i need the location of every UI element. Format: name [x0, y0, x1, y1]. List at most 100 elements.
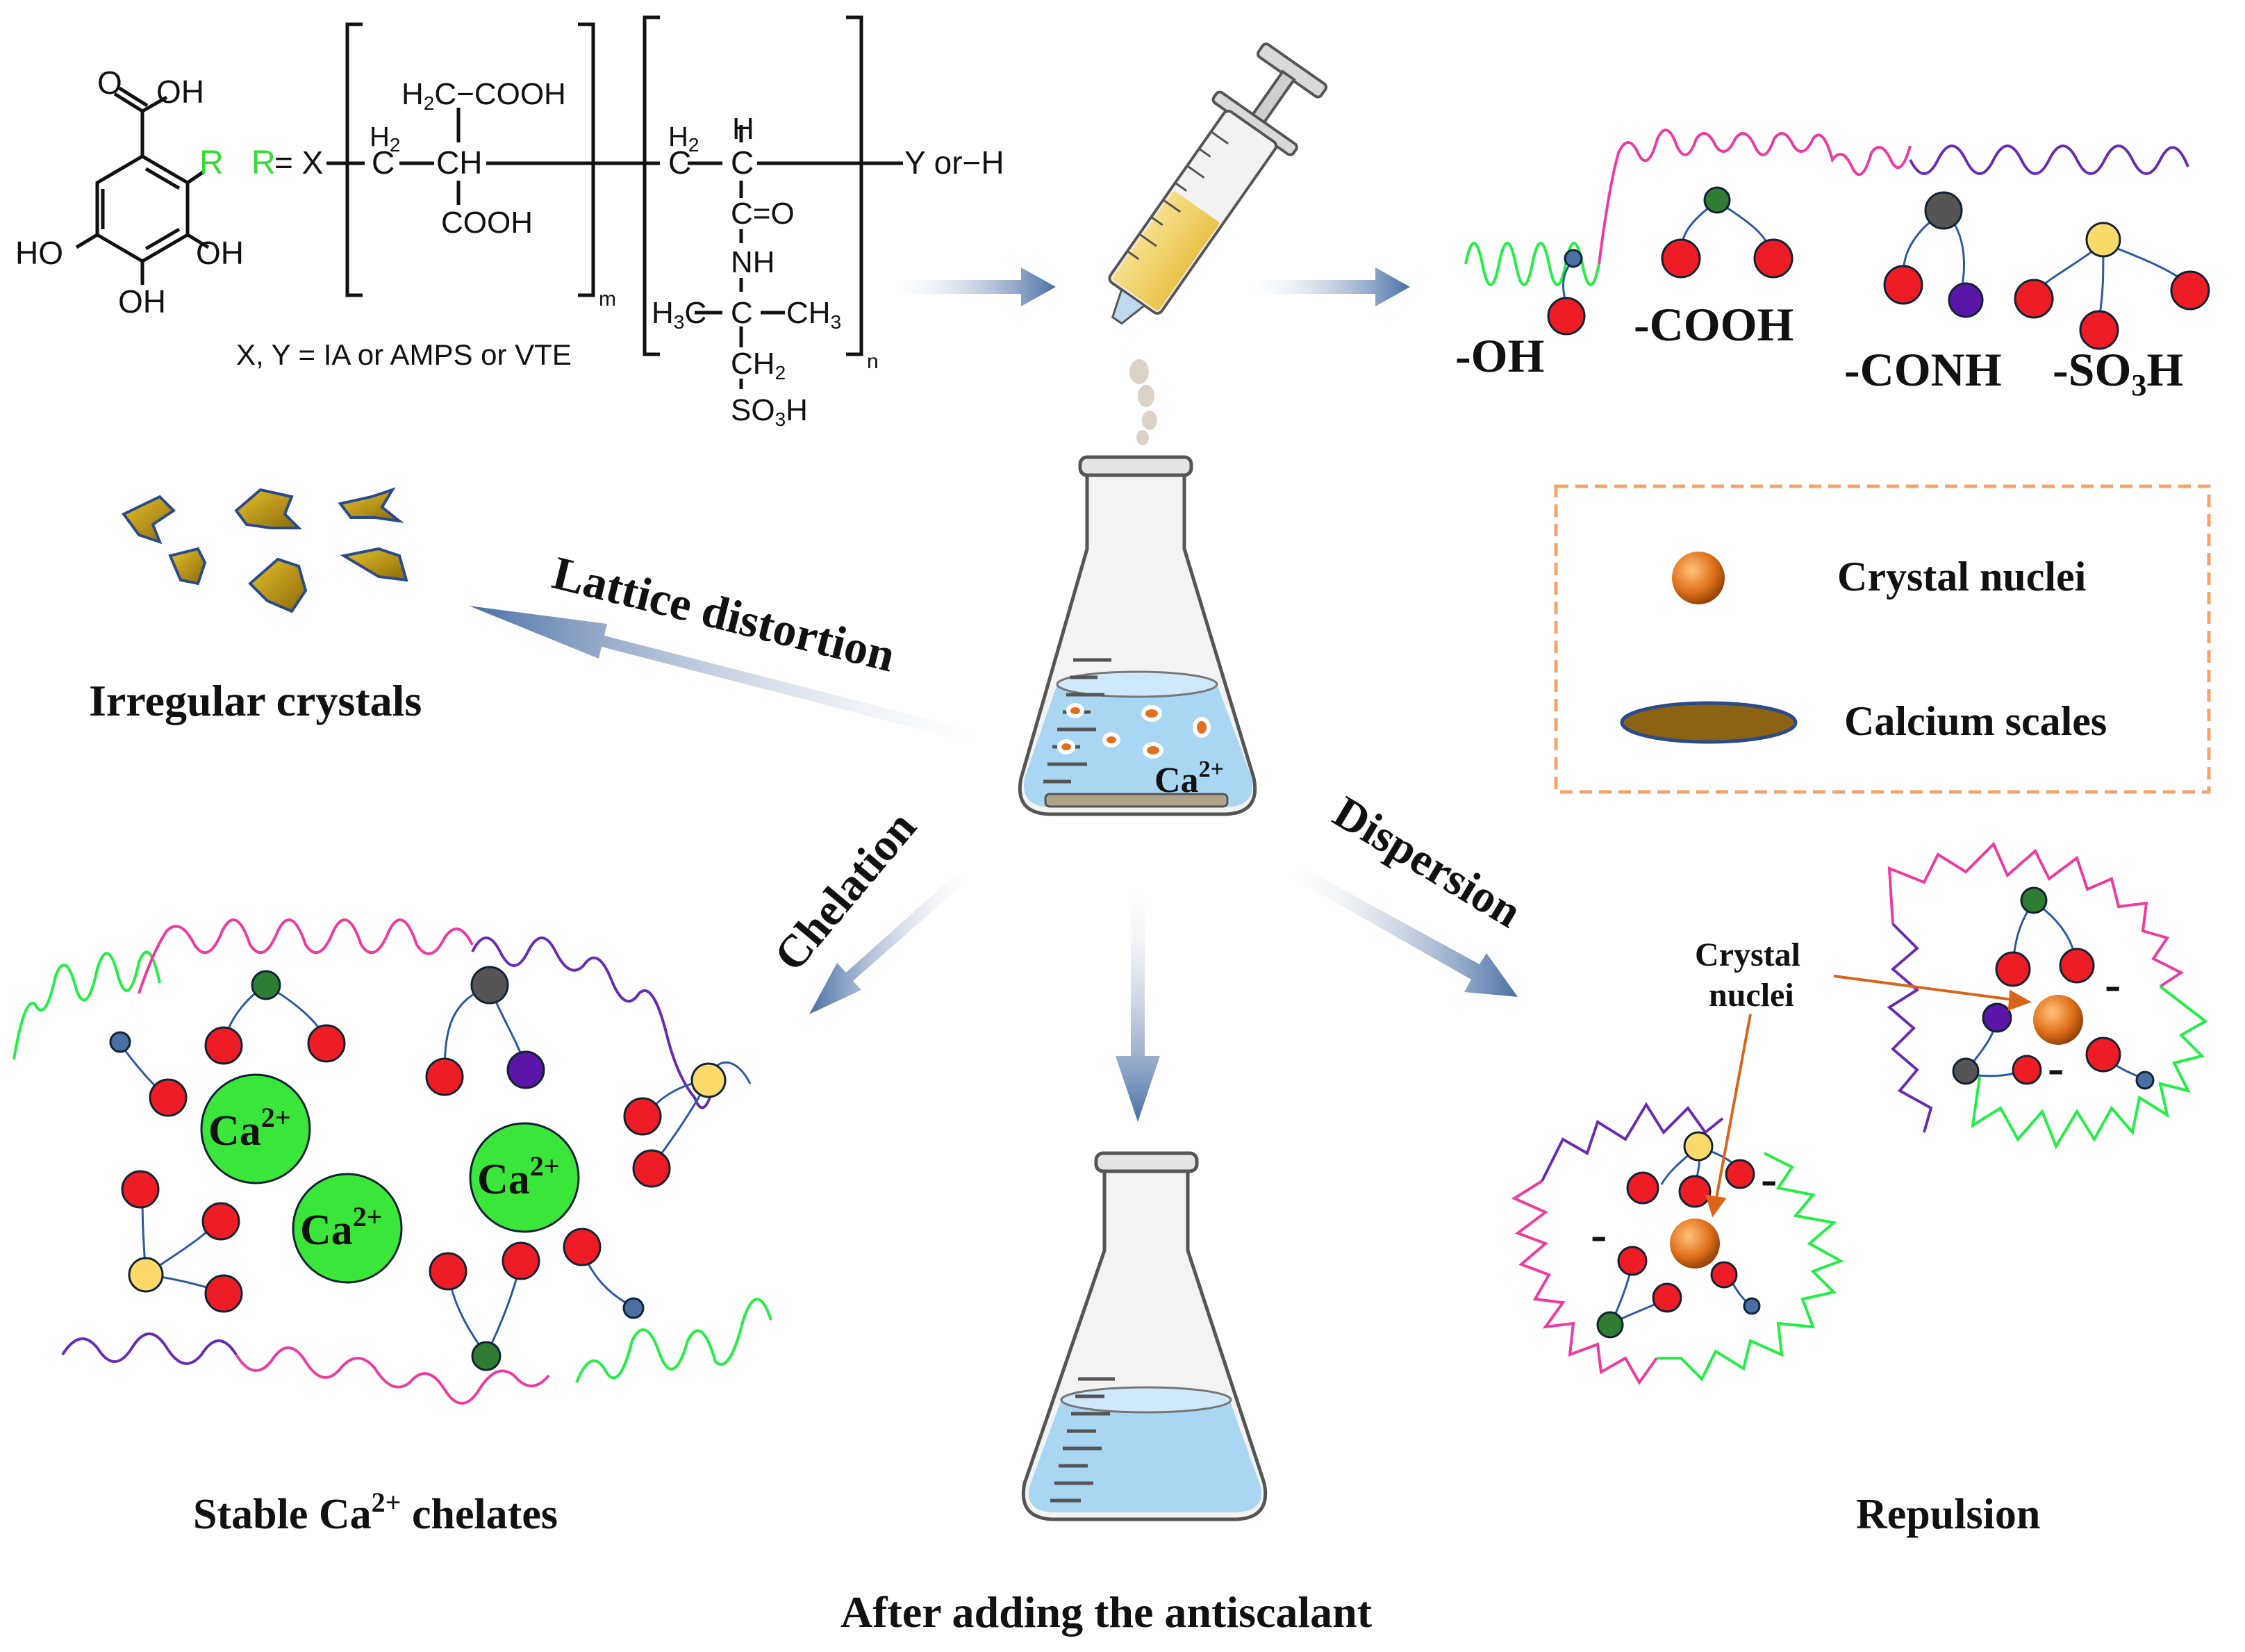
repulsion-chain-lower-pink [1511, 1180, 1658, 1385]
legend-box: Crystal nuclei Calcium scales [1554, 484, 2211, 794]
hydroxyl-node-group [1547, 249, 1586, 336]
repulsion-panel: - - - - Crystal nuclei [1511, 841, 2208, 1385]
hydroxyl-right-label: OH [196, 235, 244, 271]
chelate-ions: Ca2+ Ca2+ Ca2+ [200, 1073, 580, 1284]
chelation-label: Chelation [765, 802, 927, 981]
carboxyl-o-label: O [97, 65, 122, 101]
ch2-lower-label: CH2 [731, 347, 786, 383]
dispersion-label: Dispersion [1325, 786, 1530, 937]
syringe-icon [1108, 42, 1328, 325]
repulsion-label: Repulsion [1856, 1491, 2040, 1538]
carboxyl-oh-label: OH [156, 74, 204, 110]
ch2-c-label: C [372, 144, 395, 181]
end-group-label: Y or−H [904, 144, 1004, 181]
calcium-ion-1-label: Ca2+ [208, 1102, 291, 1155]
irregular-crystals-label: Irregular crystals [89, 676, 422, 725]
calcium-ion-1 [200, 1073, 311, 1184]
nh-label: NH [731, 245, 775, 279]
chelate-chain-bottom-pink [235, 1346, 550, 1405]
amide-node-group [1883, 191, 1984, 318]
lattice-distortion-label: Lattice distortion [547, 546, 900, 682]
crystal-nucleus-legend-icon [1672, 552, 1725, 604]
chelate-complex: Ca2+ Ca2+ Ca2+ [13, 918, 772, 1405]
calcium-scales-legend-label: Calcium scales [1844, 698, 2107, 744]
hydroxyl-bottom-label: OH [118, 283, 166, 320]
cooh-bottom-label: COOH [441, 206, 533, 240]
arrow-to-syringe [896, 267, 1056, 306]
calcium-ion-2-label: Ca2+ [300, 1201, 383, 1254]
hydroxyl-left-label: HO [15, 235, 63, 271]
bracket-m [326, 15, 903, 389]
arrow-lattice-distortion [469, 606, 983, 745]
chelate-chain-top [13, 950, 161, 1060]
repulsion-nucleus-upper [2033, 995, 2083, 1045]
chelate-nodes [109, 966, 727, 1371]
polymer-chain-top [1464, 242, 1600, 286]
repulsion-chain-lower-purple [1541, 1102, 1724, 1182]
carbonyl-label: C=O [731, 197, 795, 231]
repulsion-upper-nodes [1952, 886, 2155, 1090]
calcium-scale-legend-icon [1620, 701, 1798, 744]
chelate-chain-top-pink [138, 918, 474, 994]
polymer-chain-top-purple [1909, 144, 2189, 175]
so3h-label: SO3H [731, 393, 808, 430]
stable-chelates-label: Stable Ca2+ chelates [193, 1487, 558, 1538]
n-subscript: n [867, 350, 879, 373]
carboxyl-group-label: -COOH [1634, 298, 1793, 351]
arrow-to-functional-groups [1250, 267, 1410, 306]
carboxyl-node-group [1661, 186, 1793, 279]
flask-with-scale: Ca2+ [1018, 455, 1257, 816]
repulsion-lower-nodes [1596, 1131, 1761, 1339]
h3c-label: H3C [652, 296, 706, 333]
chemical-structure: O OH R HO OH OH R = X [15, 15, 1004, 430]
ch3-label: CH3 [786, 296, 841, 333]
xy-definition-label: X, Y = IA or AMPS or VTE [236, 338, 572, 371]
chelate-chain-top-purple [471, 936, 717, 1109]
calcium-ion-2 [292, 1173, 403, 1284]
repulsion-charge-2: - [2048, 1041, 2064, 1095]
benzoic-acid-ring [75, 86, 210, 285]
repulsion-nucleus-lower [1670, 1219, 1720, 1269]
arrow-chelation [809, 872, 967, 1014]
drops [1129, 359, 1157, 445]
block2-h2-label: H2 [668, 122, 699, 156]
repulsion-chain-upper [1887, 841, 2184, 988]
repulsion-nuclei-label-line1: Crystal [1695, 936, 1800, 973]
flask-nuclei [1057, 703, 1211, 759]
flask-ion-label: Ca2+ [1154, 757, 1224, 800]
ch2-h-label: H2 [370, 122, 400, 156]
hydroxyl-group-label: -OH [1455, 329, 1544, 382]
repulsion-chain-upper-purple [1887, 923, 1933, 1133]
block2-h-label: H [732, 112, 754, 146]
repulsion-nuclei-label-line2: nuclei [1709, 977, 1794, 1014]
calcium-ion-3 [469, 1122, 580, 1233]
repulsion-charge-1: - [2105, 958, 2121, 1011]
arrow-down-to-clear-flask [1116, 889, 1160, 1122]
clear-flask [1021, 1151, 1268, 1521]
functional-groups-panel: -OH -COOH -CONH -SO3H [1455, 129, 2210, 402]
irregular-crystals-cluster [121, 487, 408, 613]
block2-c2-label: C [731, 144, 754, 181]
repulsion-charge-3: - [1761, 1153, 1777, 1206]
repulsion-charge-4: - [1591, 1208, 1607, 1262]
crystal-nuclei-legend-label: Crystal nuclei [1837, 554, 2086, 600]
side-chain-label: H2C−COOH [401, 77, 566, 114]
chelate-chain-bottom [61, 1332, 238, 1365]
quaternary-c-label: C [731, 296, 753, 330]
ch-label: CH [436, 144, 482, 181]
chelate-chain-bottom-green [575, 1298, 772, 1383]
r-equals-x-label: = X [274, 144, 323, 181]
nuclei-pointer-arrows [1705, 975, 2032, 1218]
amide-group-label: -CONH [1844, 343, 2002, 396]
sulfonate-group-label: -SO3H [2053, 343, 2183, 402]
r-group-label: R [199, 144, 224, 181]
m-subscript: m [599, 288, 616, 311]
arrow-dispersion [1291, 865, 1518, 997]
repulsion-chain-upper-green [1971, 985, 2208, 1150]
block2-c-label: C [668, 144, 691, 181]
after-antiscalant-label: After adding the antiscalant [840, 1587, 1373, 1637]
calcium-ion-3-label: Ca2+ [477, 1150, 560, 1203]
polymer-chain-top-pink [1598, 129, 1912, 265]
r-definition-label: R [251, 144, 276, 181]
